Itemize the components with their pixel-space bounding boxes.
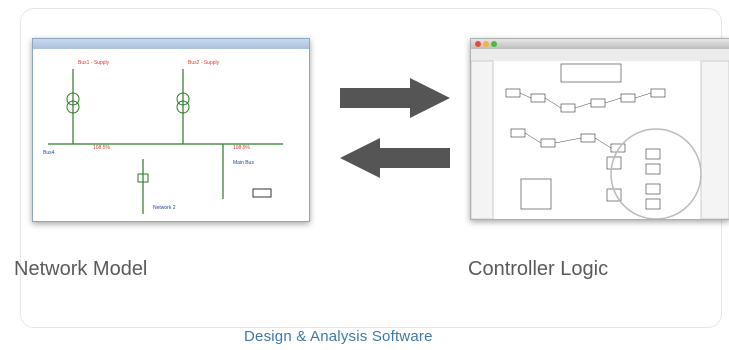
svg-text:Bus4: Bus4 — [43, 150, 55, 156]
design-analysis-label: Design & Analysis Software — [238, 328, 439, 345]
svg-text:Bus2 - Supply: Bus2 - Supply — [188, 60, 220, 66]
svg-text:108.9%: 108.9% — [233, 145, 251, 151]
svg-text:Main Bus: Main Bus — [233, 160, 254, 166]
network-diagram: Bus1 - Supply Bus2 - Supply 108.5% 108.9… — [43, 60, 283, 214]
svg-text:Bus1 - Supply: Bus1 - Supply — [78, 60, 110, 66]
controller-logic-screenshot[interactable] — [470, 38, 729, 220]
controller-diagram — [471, 49, 729, 219]
svg-text:108.5%: 108.5% — [93, 145, 111, 151]
network-model-caption: Network Model — [14, 258, 148, 280]
controller-window-titlebar — [471, 39, 729, 49]
controller-logic-caption: Controller Logic — [468, 258, 609, 280]
network-model-screenshot[interactable]: Bus1 - Supply Bus2 - Supply 108.5% 108.9… — [32, 38, 310, 222]
network-window-titlebar — [33, 39, 309, 49]
arrow-graphic — [340, 78, 450, 178]
arrow-left-icon — [340, 138, 450, 178]
svg-text:Network 2: Network 2 — [153, 205, 176, 211]
arrow-right-icon — [340, 78, 450, 118]
